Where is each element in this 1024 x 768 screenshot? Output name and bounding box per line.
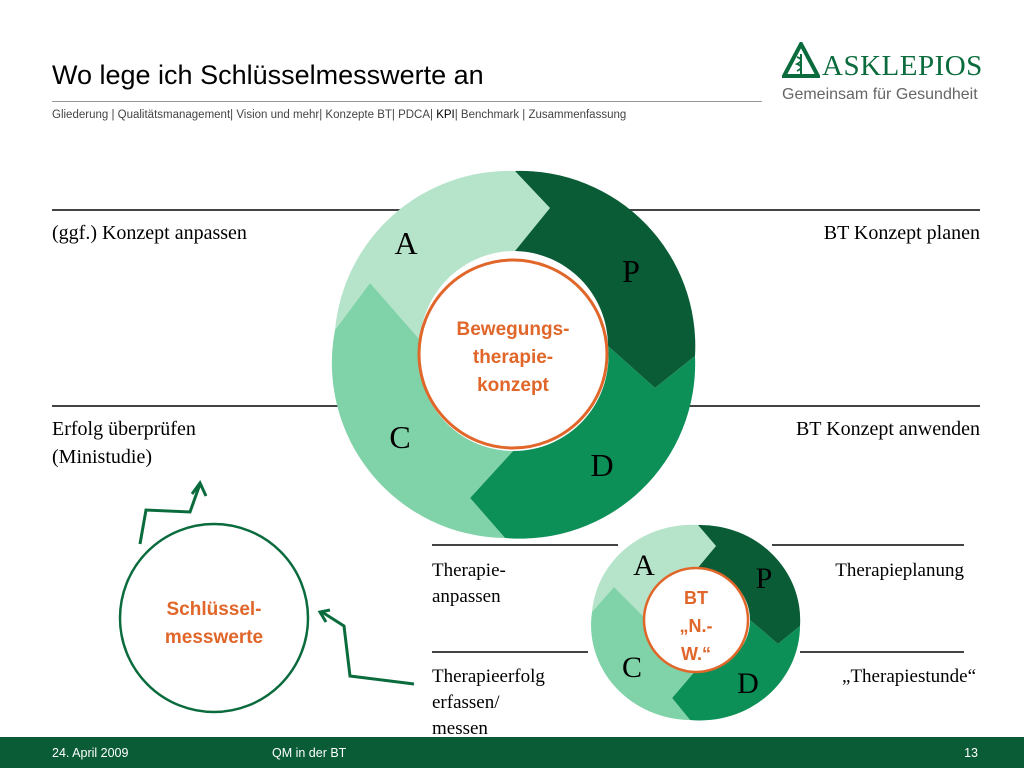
center-line-3: konzept (477, 375, 549, 396)
center-line-2: therapie- (473, 347, 553, 368)
rule-mid-left (52, 405, 422, 407)
small-center-circle (642, 566, 750, 674)
pdca-cycle-small: BT „N.- W.“ A P C D (591, 524, 801, 721)
footer-page-number: 13 (964, 746, 978, 760)
rule-small-top-right (772, 544, 964, 546)
letter-p: P (622, 253, 640, 289)
small-segment-d (672, 620, 800, 721)
breadcrumb-segment-active[interactable]: KPI (436, 109, 455, 121)
breadcrumb: Gliederung | Qualitätsmanagement| Vision… (52, 109, 626, 121)
label-therapy-adjust-1: Therapie- (432, 560, 506, 581)
segment-p (515, 170, 696, 388)
label-therapy-adjust-2: anpassen (432, 586, 501, 607)
title-divider (52, 101, 762, 102)
letter-a: A (394, 225, 417, 261)
center-line-1: Bewegungs- (457, 319, 570, 340)
letter-c: C (389, 419, 410, 455)
key-metrics-circle (118, 522, 310, 714)
key-metrics-line-1: Schlüssel- (166, 599, 261, 620)
label-therapy-success-2: erfassen/ (432, 692, 500, 713)
label-therapy-session: „Therapiestunde“ (842, 666, 976, 687)
footer-title: QM in der BT (272, 746, 347, 760)
rule-top-left (52, 209, 402, 211)
pdca-cycle-large: Bewegungs- therapie- konzept A P C D (331, 170, 696, 539)
arrow-to-check-icon (138, 483, 202, 545)
rule-small-mid-left (432, 651, 588, 653)
rule-small-top-left (432, 544, 618, 546)
label-apply-concept: BT Konzept anwenden (795, 418, 980, 440)
small-segment-a (592, 524, 716, 617)
small-center-line-1: BT (684, 588, 708, 608)
label-adjust-concept: (ggf.) Konzept anpassen (52, 222, 247, 244)
segment-c (331, 283, 513, 538)
small-letter-c: C (622, 651, 642, 684)
key-metrics-graphic: Schlüssel- messwerte (118, 480, 415, 714)
letter-d: D (590, 447, 613, 483)
rule-top-right (620, 209, 980, 211)
footer-bar: 24. April 2009 QM in der BT 13 (0, 737, 1024, 768)
small-letter-a: A (633, 549, 655, 582)
page-title: Wo lege ich Schlüsselmesswerte an (52, 60, 484, 90)
label-mini-study: (Ministudie) (52, 446, 152, 468)
label-therapy-success-1: Therapieerfolg (432, 666, 545, 687)
small-letter-p: P (756, 562, 773, 595)
logo-name: ASKLEPIOS (822, 50, 983, 82)
small-segment-c (591, 587, 696, 720)
small-segment-p (696, 524, 801, 644)
segment-d (470, 346, 696, 539)
arrow-from-measure-icon (321, 610, 415, 686)
footer-date: 24. April 2009 (52, 746, 129, 760)
label-plan-concept: BT Konzept planen (823, 222, 980, 244)
small-letter-d: D (737, 667, 759, 700)
asklepios-logo-icon (782, 42, 820, 78)
breadcrumb-segment-3[interactable]: | Benchmark | Zusammenfassung (454, 109, 627, 121)
label-therapy-planning: Therapieplanung (835, 560, 964, 581)
small-center-line-2: „N.- (680, 616, 713, 636)
center-circle (417, 258, 609, 450)
label-check-success: Erfolg überprüfen (52, 418, 196, 440)
logo-tagline: Gemeinsam für Gesundheit (782, 86, 978, 103)
rule-mid-right (600, 405, 980, 407)
rule-small-mid-right (800, 651, 964, 653)
label-therapy-success-3: messen (432, 718, 488, 739)
small-center-line-3: W.“ (681, 644, 711, 664)
key-metrics-line-2: messwerte (165, 627, 263, 648)
breadcrumb-segment-1[interactable]: Gliederung | Qualitätsmanagement| Vision… (52, 109, 437, 121)
segment-a (335, 170, 550, 340)
